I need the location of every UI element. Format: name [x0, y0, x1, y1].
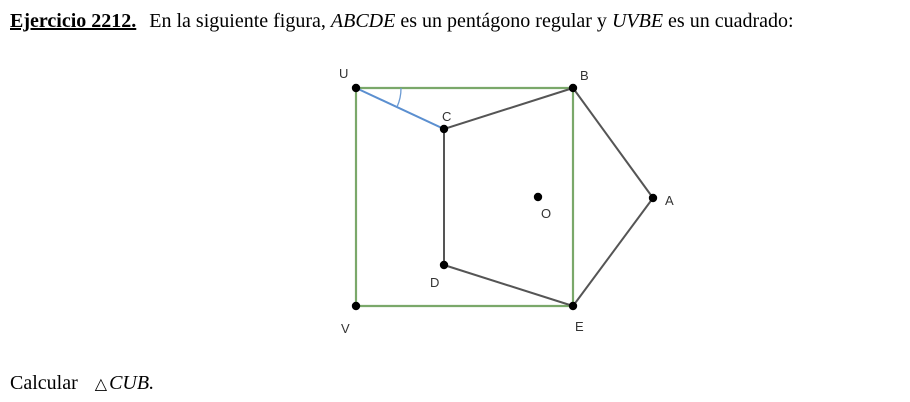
point-v — [351, 301, 361, 311]
label-u: U — [339, 66, 348, 81]
statement-text-2: es un pentágono regular y — [400, 10, 607, 32]
question-label: Calcular — [10, 372, 78, 394]
point-u — [351, 83, 361, 93]
point-e — [568, 301, 578, 311]
angle-arc-cub — [396, 87, 402, 108]
angle-icon: △ — [94, 376, 108, 393]
label-v: V — [341, 321, 350, 336]
statement-text-3: es un cuadrado: — [668, 10, 794, 32]
label-e: E — [575, 319, 584, 334]
label-a: A — [665, 193, 674, 208]
square-name: UVBE — [611, 10, 664, 32]
point-c — [439, 124, 449, 134]
label-c: C — [442, 109, 451, 124]
statement-text-1: En la siguiente figura, — [149, 10, 326, 32]
segment-uc — [355, 87, 445, 130]
side-ae — [572, 197, 654, 307]
point-a — [648, 193, 658, 203]
square-uvbe — [354, 86, 575, 308]
pentagon-abcde — [443, 87, 654, 307]
point-b — [568, 83, 578, 93]
problem-statement: Ejercicio 2212. En la siguiente figura, … — [10, 8, 794, 34]
point-o — [533, 192, 543, 202]
side-ed — [443, 264, 574, 307]
side-cb — [443, 87, 574, 130]
point-labels: U B C A O D V E — [339, 66, 674, 336]
pentagon-name: ABCDE — [330, 10, 396, 32]
point-d — [439, 260, 449, 270]
question-angle: CUB. — [109, 372, 155, 394]
label-d: D — [430, 275, 439, 290]
side-ba — [572, 87, 654, 199]
points — [351, 83, 658, 311]
question: Calcular △CUB. — [10, 370, 154, 398]
label-o: O — [541, 206, 551, 221]
label-b: B — [580, 68, 589, 83]
exercise-title: Ejercicio 2212. — [10, 10, 137, 32]
